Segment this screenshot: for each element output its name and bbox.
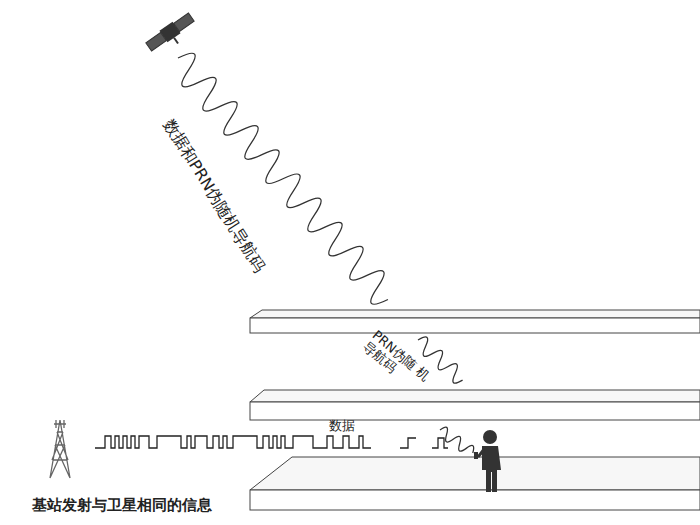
- person-head: [483, 430, 497, 444]
- plate-front: [250, 318, 700, 333]
- signal-label: PRN伪随 机导航码: [359, 328, 436, 400]
- person-body: [482, 446, 501, 492]
- data-square-wave: [95, 436, 448, 448]
- caption-note: 基站发射与卫星相同的信息: [32, 497, 212, 514]
- base-station-tower: [50, 420, 70, 478]
- plate-top-face: [250, 390, 700, 402]
- signal-wave: [437, 425, 477, 458]
- plate-front: [250, 490, 700, 510]
- person: [474, 430, 501, 492]
- signal-label: 数据和PRN伪随机导航码: [159, 116, 268, 276]
- layer-plate: [250, 310, 700, 333]
- person-arm: [477, 448, 485, 458]
- plate-front: [250, 402, 700, 420]
- receiver-device: [474, 452, 478, 459]
- plate-top-face: [250, 310, 700, 318]
- satellite: [145, 11, 200, 58]
- satellite-body: [159, 22, 180, 43]
- tower-antenna: [54, 420, 66, 428]
- satellite-antenna: [174, 38, 178, 44]
- layer-plate: [250, 390, 700, 420]
- plate-top-face: [250, 457, 700, 490]
- layer-plate: [250, 457, 700, 510]
- data-label: 数据: [329, 419, 355, 434]
- tower-lattice: [50, 420, 70, 478]
